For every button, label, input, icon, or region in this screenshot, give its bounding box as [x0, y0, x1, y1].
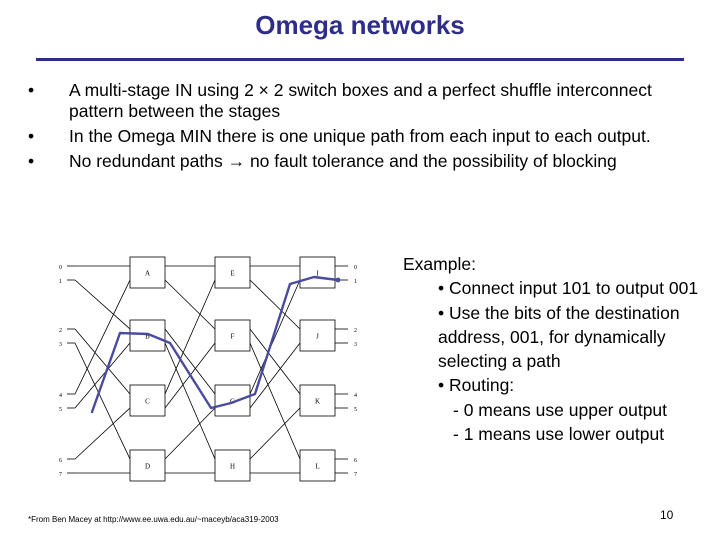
input-label: 6 — [59, 458, 62, 464]
switch-box — [299, 256, 336, 289]
input-label: 0 — [59, 265, 62, 271]
title-rule — [36, 58, 684, 61]
input-label: 3 — [59, 342, 62, 348]
bullet-list: • A multi-stage IN using 2 × 2 switch box… — [28, 80, 688, 176]
shuffle-wire — [164, 407, 216, 460]
switch-label: J — [316, 333, 319, 341]
bullet-marker: • — [28, 80, 35, 100]
footnote: *From Ben Macey at http://www.ee.uwa.edu… — [28, 515, 279, 524]
shuffle-wire — [74, 342, 131, 409]
bullet-text: In the Omega MIN there is one unique pat… — [69, 126, 651, 146]
output-label: 1 — [354, 279, 357, 285]
input-label: 4 — [59, 393, 62, 399]
bullet-marker: • — [28, 151, 35, 171]
routing-rule: - 1 means use lower output — [453, 424, 665, 445]
switch-label: H — [230, 463, 235, 471]
switch-label: F — [231, 333, 235, 341]
input-label: 1 — [59, 279, 62, 285]
routing-path — [90, 275, 340, 414]
shuffle-wire — [249, 279, 301, 330]
example-panel: Example: • Connect input 101 to output 0… — [403, 252, 703, 446]
shuffle-wire — [164, 279, 216, 330]
shuffle-wire — [249, 279, 301, 395]
switch-label: B — [145, 333, 150, 341]
output-label: 3 — [354, 342, 357, 348]
shuffle-wire — [74, 342, 131, 460]
input-label: 7 — [59, 472, 62, 478]
switch-box — [214, 449, 251, 482]
bullet-text: A multi-stage IN using 2 × 2 switch boxe… — [69, 80, 652, 121]
switch-box — [129, 449, 166, 482]
shuffle-wire — [249, 342, 301, 409]
routing-rule: - 0 means use upper output — [453, 399, 668, 420]
switch-box — [214, 256, 251, 289]
switch-label: L — [315, 463, 319, 471]
example-line: • Use the bits of the destination addres… — [438, 302, 680, 372]
output-label: 6 — [354, 458, 357, 464]
page-number: 10 — [660, 508, 674, 522]
output-label: 0 — [354, 265, 357, 271]
switch-label: E — [230, 270, 234, 278]
shuffle-wire — [74, 279, 131, 330]
shuffle-wire — [164, 279, 216, 395]
switch-label: I — [316, 270, 319, 278]
shuffle-wire — [164, 328, 216, 395]
path-endpoint — [335, 277, 341, 283]
shuffle-wire — [74, 407, 131, 460]
switch-box — [129, 384, 166, 417]
switch-label: A — [145, 270, 150, 278]
shuffle-wire — [249, 342, 301, 460]
slide-title: Omega networks — [255, 10, 465, 40]
output-label: 2 — [354, 328, 357, 334]
output-label: 7 — [354, 472, 357, 478]
switch-box — [299, 384, 336, 417]
shuffle-wire — [74, 279, 131, 395]
output-label: 4 — [354, 393, 357, 399]
switch-label: C — [145, 398, 150, 406]
switch-label: K — [315, 398, 320, 406]
bullet-item: • In the Omega MIN there is one unique pa… — [28, 126, 688, 147]
switch-box — [129, 319, 166, 352]
input-label: 2 — [59, 328, 62, 334]
bullet-item: • A multi-stage IN using 2 × 2 switch box… — [28, 80, 688, 122]
switch-box — [214, 319, 251, 352]
shuffle-wire — [74, 328, 131, 395]
example-line: • Connect input 101 to output 001 — [438, 278, 699, 299]
input-label: 5 — [59, 407, 62, 413]
bullet-text: No redundant paths → no fault tolerance … — [69, 151, 617, 171]
switch-box — [129, 256, 166, 289]
example-heading: Example: — [403, 254, 476, 274]
bullet-marker: • — [28, 126, 35, 146]
switch-box — [299, 449, 336, 482]
bullet-item: • No redundant paths → no fault tolerance… — [28, 151, 688, 172]
switch-box — [299, 319, 336, 352]
shuffle-wire — [249, 407, 301, 460]
shuffle-wire — [164, 342, 216, 460]
output-label: 5 — [354, 407, 357, 413]
example-line: • Routing: — [438, 375, 515, 396]
shuffle-wire — [249, 328, 301, 395]
switch-label: D — [145, 463, 150, 471]
switch-box — [214, 384, 251, 417]
